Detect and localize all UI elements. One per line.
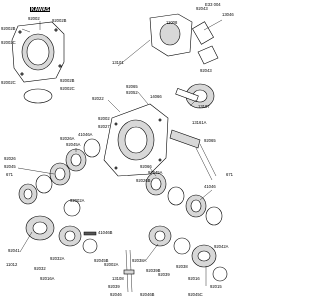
callout-92026a: 92026A [60,136,75,141]
callout-92027: 92027 [98,124,110,129]
top-right-assembly [149,13,223,65]
callout-13108: 13108 [112,276,124,281]
callout-92002b: 92002B [52,18,67,23]
callout-92043: 92043 [196,6,208,11]
callout-92002: 92002 [28,16,40,21]
callout-671-left: 671 [6,172,14,177]
callout-92016a: 92016A [40,276,55,281]
header-id: KAWASAKI [31,7,59,13]
callout-11012: 11012 [6,262,18,267]
callout-92016: 92016 [188,276,200,281]
lower-right-assembly [148,225,228,282]
callout-92066: 92066 [140,164,152,169]
right-bearings [145,172,223,226]
callout-671-right: 671 [226,172,234,177]
callout-92032: 92032 [34,266,46,271]
callout-92038: 92038 [176,264,188,269]
callout-41046b: 41046B [98,230,113,235]
callout-92045a: 92045A [66,142,81,147]
callout-92002a: 92002A [70,198,85,203]
callout-92032a: 92032A [50,256,65,261]
lower-shaft [123,249,135,293]
callout-92065-2: 92065 [204,138,216,143]
callout-92065: 92065 [126,84,138,89]
callout-11008: 11008 [166,20,178,25]
callout-92052: 92052 [126,90,138,95]
callout-13107: 13107 [198,104,210,109]
callout-92045b: 92045B [94,258,109,263]
callout-92002a-2: 92002A [104,262,119,267]
o-ring [23,88,53,104]
callout-92002c-2: 92002C [60,86,75,91]
callout-92026: 92026 [4,156,16,161]
callout-92045c: 92045C [188,292,203,297]
callout-41046: 41046 [204,184,216,189]
callout-92022: 92022 [92,96,104,101]
bevel-gear-upper [175,83,215,109]
callout-13101: 13101 [112,60,124,65]
exploded-parts-diagram: KAWASAKI E33 004 92002 92002B 92002B 920… [1,2,234,297]
callout-13046: 13046 [222,12,234,17]
callout-92002c-3: 92002C [1,80,16,85]
pinion-shaft [169,129,217,181]
callout-92043-mid: 92043 [200,68,212,73]
callout-92002b-mid: 92002B [60,78,75,83]
callout-92045: 92045 [4,164,16,169]
callout-92039b: 92039B [146,268,161,273]
header-box: KAWASAKI [30,7,59,13]
callout-92039: 92039 [108,284,120,289]
callout-92039-2: 92039 [158,272,170,277]
callout-92042a: 92042A [214,244,229,249]
callout-92041: 92041 [8,248,20,253]
housing-cover [11,21,65,83]
callout-92002c: 92002C [1,40,16,45]
callout-13161a: 13161A [192,120,207,125]
corner-code: E33 004 [205,2,221,7]
gear-housing [103,103,169,177]
callout-14066: 14066 [150,94,162,99]
callout-92002-mid: 92002 [98,116,110,121]
callout-41046a: 41046A [78,132,93,137]
left-bearings [18,138,101,205]
callout-92046b: 92046B [140,292,155,297]
callout-92002b-left: 92002B [1,26,16,31]
lower-left-assembly [25,199,98,254]
callout-92015: 92015 [210,284,222,289]
callout-92046: 92046 [110,292,122,297]
callout-92045a-2: 92045A [148,170,163,175]
leader-lines [17,21,213,286]
callout-92026b: 92026B [136,178,151,183]
callout-92038a: 92038A [132,258,147,263]
